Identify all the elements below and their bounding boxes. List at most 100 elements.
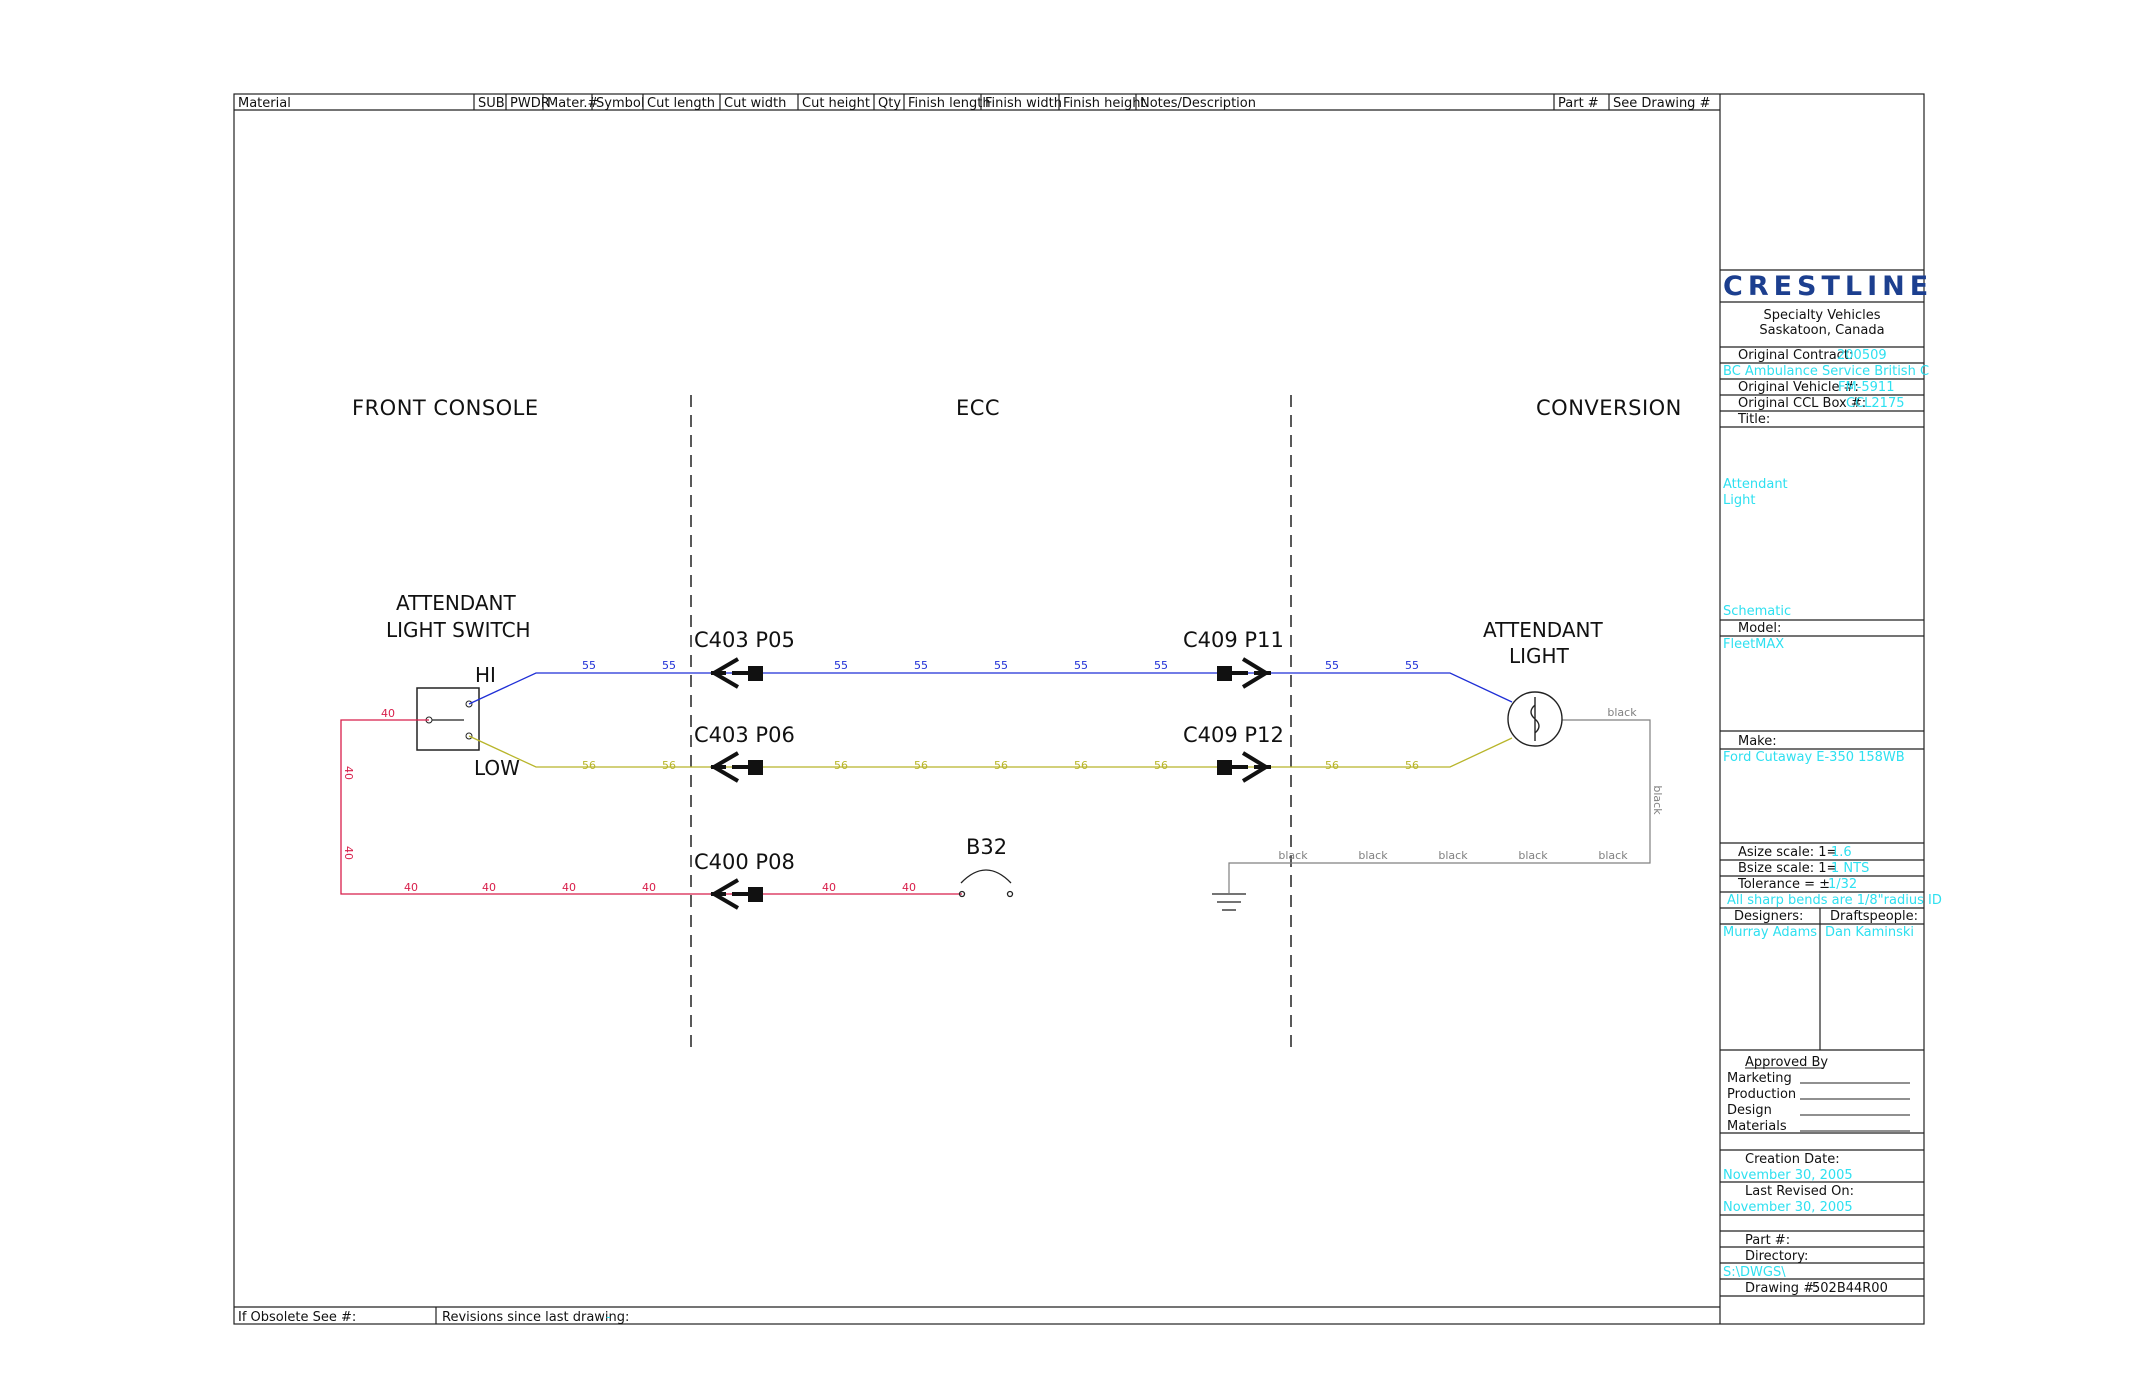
wire-label-55-0: 55: [582, 659, 596, 672]
orig-vehicle-value: FM-5911: [1838, 380, 1894, 395]
crestline-logo: CRESTLINE: [1723, 271, 1933, 302]
header-col-4: Symbol: [596, 96, 644, 111]
wire-label-40-v0: 40: [342, 766, 355, 780]
connector-c403-p06: [710, 751, 763, 783]
wire-label-40-4: 40: [822, 881, 836, 894]
make-label: Make:: [1738, 734, 1777, 749]
wire-label-black-3: black: [1518, 849, 1548, 862]
wire-label-55-7: 55: [1325, 659, 1339, 672]
wire-label-40-5: 40: [902, 881, 916, 894]
connector-c403-p05: [710, 657, 763, 689]
header-col-2: PWDR: [510, 96, 550, 111]
approval-marketing: Marketing: [1727, 1071, 1792, 1086]
tolerance-value: 1/32: [1828, 877, 1857, 892]
wire-label-56-1: 56: [662, 759, 676, 772]
wire-label-40-2: 40: [562, 881, 576, 894]
zone-front-console: FRONT CONSOLE: [352, 396, 539, 420]
drawing-type: Schematic: [1723, 604, 1791, 619]
revisions-value: -: [606, 1310, 611, 1325]
wire-40: [340, 719, 962, 895]
wire-label-40-1: 40: [482, 881, 496, 894]
wire-label-40-0: 40: [404, 881, 418, 894]
light-title-1: ATTENDANT: [1483, 618, 1604, 642]
drawing-number-label: Drawing #:: [1745, 1281, 1818, 1296]
header-col-10: Finish width: [985, 96, 1062, 111]
switch-box: [416, 687, 480, 751]
header-col-3: Mater.#: [547, 96, 598, 111]
orig-contract-label: Original Contract:: [1738, 348, 1853, 363]
creation-date-value: November 30, 2005: [1723, 1168, 1853, 1183]
header-col-5: Cut length: [647, 96, 715, 111]
bsize-value: 1 NTS: [1831, 861, 1869, 876]
draftspeople-value: Dan Kaminski: [1825, 925, 1914, 940]
directory-value: S:\DWGS\: [1723, 1265, 1786, 1280]
asize-label: Asize scale: 1=: [1738, 845, 1837, 860]
wire-label-55-1: 55: [662, 659, 676, 672]
wire-label-40-3: 40: [642, 881, 656, 894]
designers-label: Designers:: [1734, 909, 1803, 924]
last-revised-value: November 30, 2005: [1723, 1200, 1853, 1215]
header-col-7: Cut height: [802, 96, 870, 111]
header-col-13: Part #: [1558, 96, 1599, 111]
draftspeople-label: Draftspeople:: [1830, 909, 1918, 924]
wire-label-black-1: black: [1358, 849, 1388, 862]
wire-label-55-3: 55: [914, 659, 928, 672]
wire-label-56-0: 56: [582, 759, 596, 772]
connector-c400-p08: [710, 878, 763, 910]
orig-ccl-value: CCL2175: [1846, 396, 1904, 411]
approval-design: Design: [1727, 1103, 1772, 1118]
wire-label-black-2: black: [1438, 849, 1468, 862]
svg-text:CRESTLINE: CRESTLINE: [1723, 271, 1933, 302]
obsolete-label: If Obsolete See #:: [238, 1310, 356, 1325]
orig-ccl-label: Original CCL Box #:: [1738, 396, 1866, 411]
label-c403-p06: C403 P06: [694, 723, 795, 747]
header-col-6: Cut width: [724, 96, 786, 111]
switch-low-label: LOW: [474, 756, 520, 780]
wire-label-55-5: 55: [1074, 659, 1088, 672]
last-revised-label: Last Revised On:: [1745, 1184, 1854, 1199]
drawing-number-value: 502B44R00: [1812, 1281, 1888, 1296]
header-col-11: Finish height: [1063, 96, 1146, 111]
header-col-14: See Drawing #: [1613, 96, 1710, 111]
header-col-12: Notes/Description: [1140, 96, 1256, 111]
creation-date-label: Creation Date:: [1745, 1152, 1840, 1167]
wire-label-56-2: 56: [834, 759, 848, 772]
light-title-2: LIGHT: [1509, 644, 1570, 668]
company-line-1: Specialty Vehicles: [1763, 308, 1880, 323]
drawing-title-1: Attendant: [1723, 477, 1788, 492]
customer-name: BC Ambulance Service British C: [1723, 364, 1929, 379]
make-value: Ford Cutaway E-350 158WB: [1723, 750, 1905, 765]
model-label: Model:: [1738, 621, 1781, 636]
company-line-2: Saskatoon, Canada: [1759, 323, 1884, 338]
connector-c409-p12: [1217, 751, 1271, 783]
wire-label-56-7: 56: [1325, 759, 1339, 772]
header-col-9: Finish length: [908, 96, 991, 111]
wire-label-56-4: 56: [994, 759, 1008, 772]
switch-hi-label: HI: [475, 663, 496, 687]
wire-label-55-2: 55: [834, 659, 848, 672]
approval-materials: Materials: [1727, 1119, 1787, 1134]
sheet-border: [233, 93, 1925, 1325]
bsize-label: Bsize scale: 1=: [1738, 861, 1837, 876]
switch-title-1: ATTENDANT: [396, 591, 517, 615]
header-col-1: SUB: [478, 96, 505, 111]
orig-vehicle-label: Original Vehicle #:: [1738, 380, 1859, 395]
zone-ecc: ECC: [956, 396, 1000, 420]
wire-label-56-6: 56: [1154, 759, 1168, 772]
label-c409-p11: C409 P11: [1183, 628, 1284, 652]
model-value: FleetMAX: [1723, 637, 1784, 652]
bends-note: All sharp bends are 1/8"radius ID: [1727, 893, 1942, 908]
wire-label-black-4: black: [1598, 849, 1628, 862]
wire-label-black-vert: black: [1651, 785, 1664, 815]
b32-symbol: [958, 869, 1014, 898]
wire-label-56-8: 56: [1405, 759, 1419, 772]
wire-label-55-8: 55: [1405, 659, 1419, 672]
wire-label-40-v1: 40: [342, 846, 355, 860]
wire-55: [468, 672, 1513, 705]
revisions-label: Revisions since last drawing:: [442, 1310, 629, 1325]
designers-value: Murray Adams: [1723, 925, 1817, 940]
asize-value: 1.6: [1831, 845, 1852, 860]
